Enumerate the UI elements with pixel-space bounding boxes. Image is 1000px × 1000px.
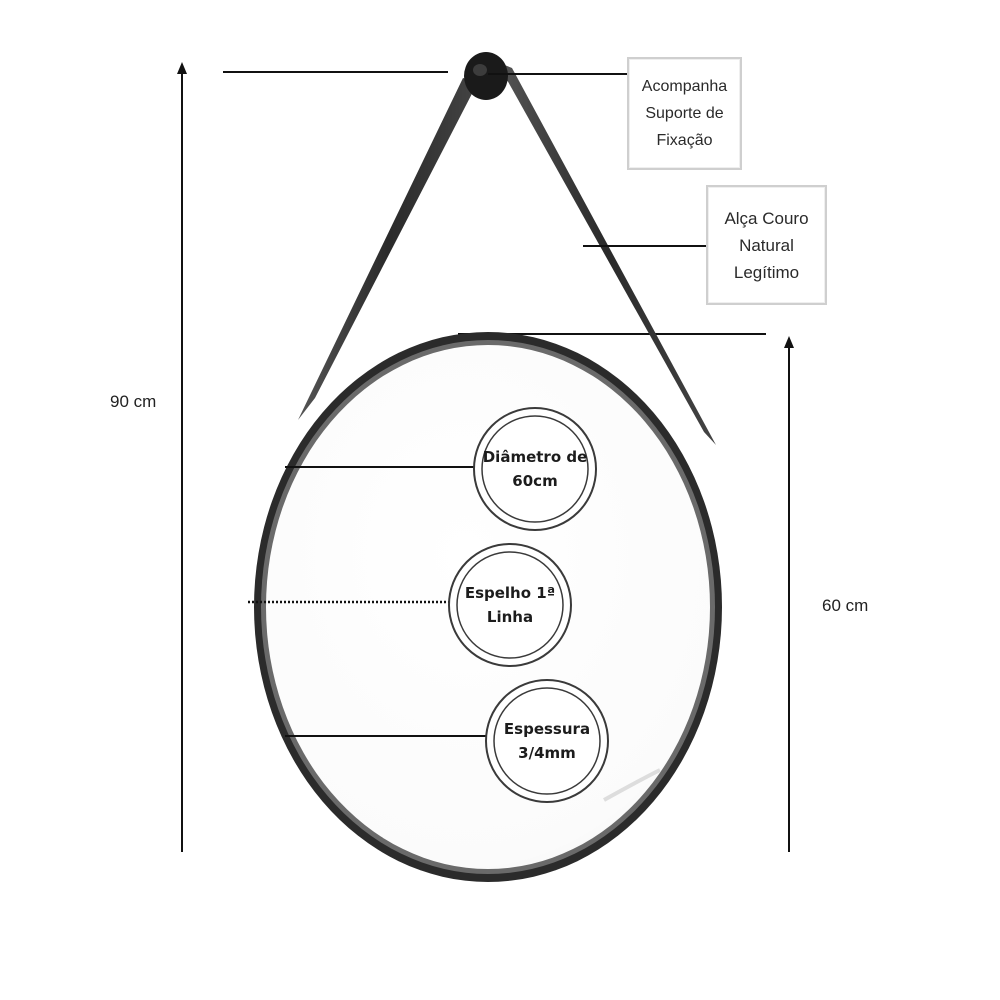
mirror-height-label: 60 cm [822, 596, 869, 615]
badge-mirror [448, 543, 572, 667]
arrow-up-icon [784, 336, 794, 348]
mount-callout: Acompanha Suporte de Fixação [627, 57, 742, 170]
badge-thickness [485, 679, 609, 803]
thickness-badge-label: Espessura 3/4mm [503, 720, 591, 762]
badge-diameter [473, 407, 597, 531]
mirror-badge-label: Espelho 1ª Linha [464, 584, 556, 626]
total-height-label: 90 cm [110, 392, 157, 411]
wall-hook-icon [464, 52, 508, 100]
diameter-badge-label: Diâmetro de 60cm [482, 448, 588, 490]
mirror-height-arrow [784, 336, 794, 852]
total-height-arrow [177, 62, 187, 852]
arrow-up-icon [177, 62, 187, 74]
strap-callout: Alça Couro Natural Legítimo [706, 185, 827, 305]
